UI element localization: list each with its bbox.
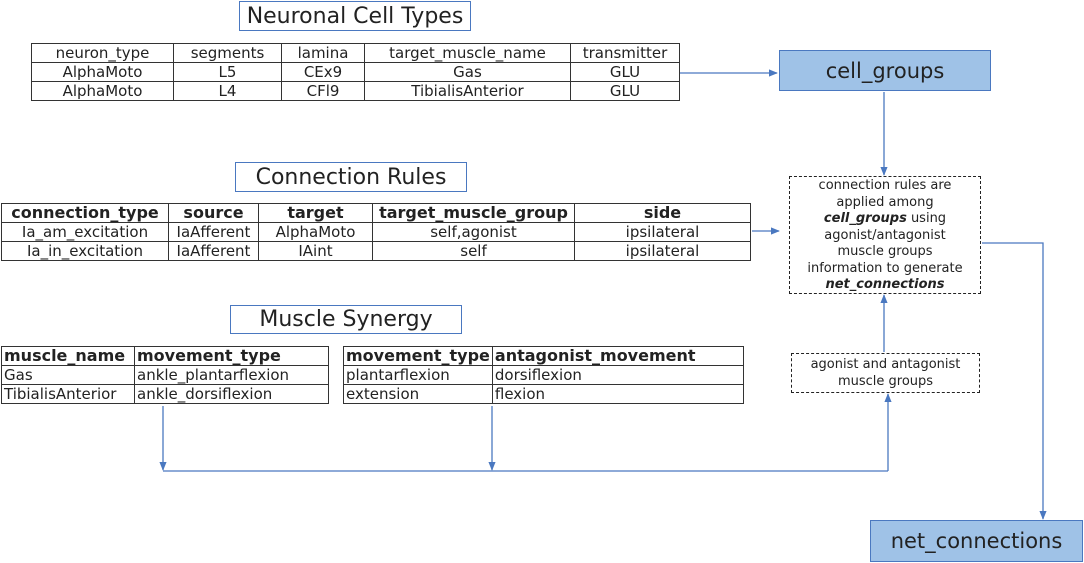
synergy-col-header: muscle_name: [1, 346, 135, 366]
table-cell: flexion: [491, 384, 745, 404]
table-row: extension flexion: [343, 384, 745, 404]
table-cell: IaAfferent: [168, 222, 259, 242]
rules-note-line: applied among: [836, 194, 934, 210]
table-cell: IaAfferent: [168, 241, 259, 261]
table-row: TibialisAnterior ankle_dorsiflexion: [1, 384, 329, 404]
table-cell: IAint: [258, 241, 373, 261]
rules-note-line: information to generate: [807, 260, 963, 276]
neuron-col-header: neuron_type: [31, 43, 174, 63]
table-cell: AlphaMoto: [258, 222, 373, 242]
rules-note-text: using: [906, 211, 947, 226]
rules-col-header: target_muscle_group: [372, 203, 575, 223]
table-cell: ipsilateral: [574, 241, 751, 261]
synergy-section-title: Muscle Synergy: [230, 305, 462, 334]
table-cell: extension: [343, 384, 493, 404]
table-cell: self: [372, 241, 575, 261]
table-cell: Gas: [364, 62, 571, 82]
table-cell: ankle_dorsiflexion: [134, 384, 329, 404]
net-connections-box: net_connections: [870, 520, 1083, 562]
agonist-note-line: agonist and antagonist: [810, 357, 961, 372]
arrow-note-to-net-connections: [982, 242, 1047, 520]
synergy-table-movement: movement_type antagonist_movement planta…: [343, 346, 745, 404]
agonist-note-box: agonist and antagonist muscle groups: [791, 353, 980, 393]
synergy-col-header: movement_type: [134, 346, 329, 366]
table-cell: AlphaMoto: [31, 81, 174, 101]
neuron-col-header: lamina: [281, 43, 365, 63]
rules-col-header: source: [168, 203, 259, 223]
rules-note-line: muscle groups: [837, 244, 933, 259]
table-row: AlphaMoto L5 CEx9 Gas GLU: [31, 62, 680, 82]
table-cell: CEx9: [281, 62, 365, 82]
table-cell: ankle_plantarflexion: [134, 365, 329, 385]
table-cell: Ia_am_excitation: [1, 222, 169, 242]
table-cell: L5: [173, 62, 282, 82]
neuron-section-title: Neuronal Cell Types: [239, 1, 471, 31]
neuron-table: neuron_type segments lamina target_muscl…: [31, 43, 680, 101]
table-cell: AlphaMoto: [31, 62, 174, 82]
neuron-col-header: transmitter: [570, 43, 680, 63]
agonist-note-line: muscle groups: [837, 373, 934, 389]
rules-note-line: net_connections: [790, 277, 980, 294]
rules-col-header: side: [574, 203, 751, 223]
rules-note-cell-groups: cell_groups: [823, 211, 907, 226]
table-row: Ia_am_excitation IaAfferent AlphaMoto se…: [1, 222, 751, 242]
rules-note-line: cell_groups using: [790, 211, 980, 228]
table-cell: dorsiflexion: [491, 365, 745, 385]
table-row: Gas ankle_plantarflexion: [1, 365, 329, 385]
rules-section-title: Connection Rules: [235, 162, 467, 192]
rules-table-header: connection_type source target target_mus…: [1, 203, 751, 223]
table-cell: plantarflexion: [343, 365, 493, 385]
table-row: plantarflexion dorsiflexion: [343, 365, 745, 385]
table-cell: GLU: [570, 81, 680, 101]
rules-note-net-connections: net_connections: [825, 277, 945, 292]
rules-col-header: target: [258, 203, 373, 223]
table-row: AlphaMoto L4 CFl9 TibialisAnterior GLU: [31, 81, 680, 101]
table-cell: CFl9: [281, 81, 365, 101]
table-row: Ia_in_excitation IaAfferent IAint self i…: [1, 241, 751, 261]
cell-groups-box: cell_groups: [779, 50, 991, 91]
rules-table: connection_type source target target_mus…: [1, 203, 751, 261]
rules-note-box: connection rules are applied among cell_…: [789, 176, 981, 294]
synergy-table-muscle: muscle_name movement_type Gas ankle_plan…: [1, 346, 329, 404]
table-cell: TibialisAnterior: [1, 384, 135, 404]
synergy-col-header: antagonist_movement: [491, 346, 745, 366]
synergy-table-header: muscle_name movement_type: [1, 346, 329, 366]
table-cell: TibialisAnterior: [364, 81, 571, 101]
synergy-table-header: movement_type antagonist_movement: [343, 346, 745, 366]
table-cell: Ia_in_excitation: [1, 241, 169, 261]
table-cell: ipsilateral: [574, 222, 751, 242]
rules-col-header: connection_type: [1, 203, 169, 223]
table-cell: self,agonist: [372, 222, 575, 242]
table-cell: GLU: [570, 62, 680, 82]
neuron-table-header: neuron_type segments lamina target_muscl…: [31, 43, 680, 63]
rules-note-line: connection rules are: [818, 178, 952, 193]
table-cell: L4: [173, 81, 282, 101]
neuron-col-header: target_muscle_name: [364, 43, 571, 63]
table-cell: Gas: [1, 365, 135, 385]
rules-note-line: agonist/antagonist: [824, 227, 946, 243]
neuron-col-header: segments: [173, 43, 282, 63]
synergy-col-header: movement_type: [343, 346, 493, 366]
